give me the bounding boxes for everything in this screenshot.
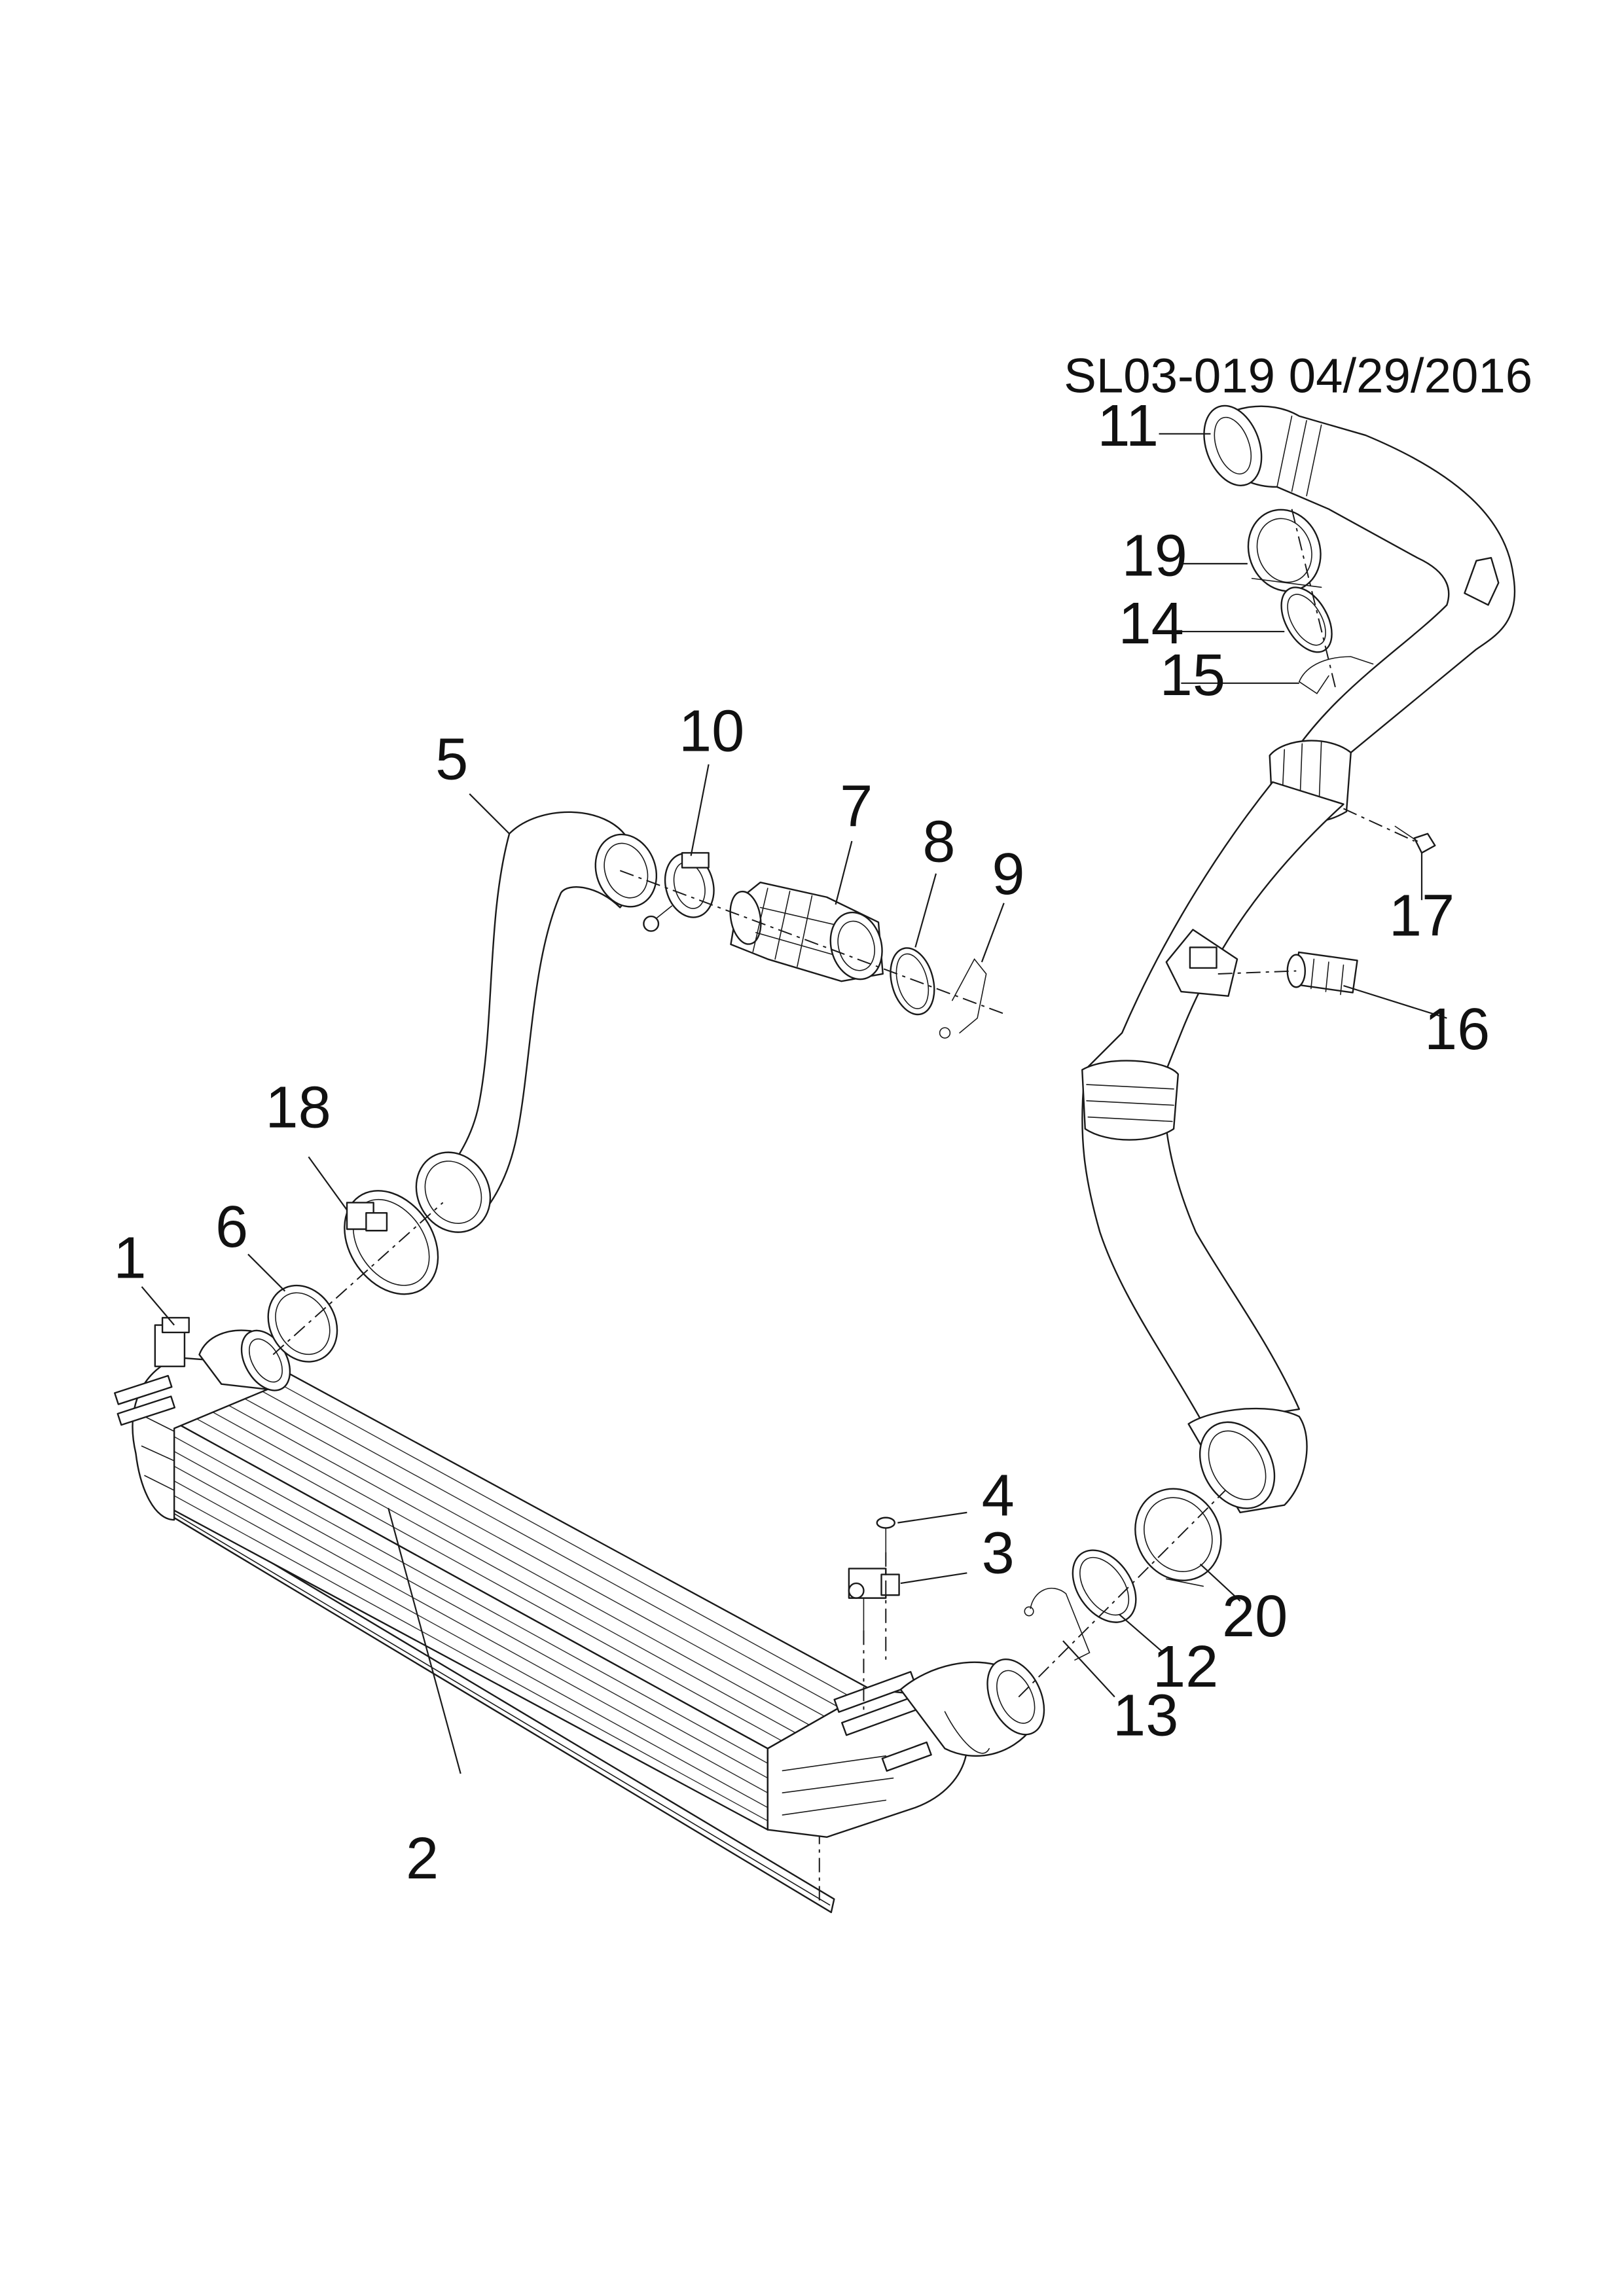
part-18-clamp [325,1173,458,1312]
right-end-tank [768,1672,967,1837]
callout-14: 14 [1119,590,1184,656]
callout-6: 6 [215,1194,248,1260]
callout-11: 11 [1097,393,1159,459]
dash-clip-16 [1218,971,1297,974]
part-3-sensor-bracket [849,1569,899,1631]
callout-9: 9 [992,841,1024,907]
part-9-retaining-clip [940,959,986,1038]
part-13-wire-clip [1024,1588,1089,1660]
part-20-lower-fitting [1119,1473,1238,1596]
dash-resonator-axis [620,870,1003,1014]
callout-4: 4 [982,1462,1015,1528]
part-7-resonator [727,882,890,985]
part-12-o-ring [1060,1538,1149,1634]
callout-12: 12 [1153,1634,1218,1700]
callout-7: 7 [840,774,873,840]
callout-17: 17 [1389,882,1454,948]
part-5-upper-left-hose [402,812,666,1246]
part-16-clip-connector [1288,952,1358,995]
callout-16: 16 [1424,996,1490,1062]
callout-2: 2 [406,1825,439,1892]
callout-18: 18 [265,1074,331,1140]
part-4-screw [877,1518,895,1552]
dash-top-axis [1292,509,1337,691]
callout-1: 1 [113,1225,146,1291]
dash-left-inlet-axis [273,1202,442,1354]
part-17-bolt [1395,827,1435,853]
callout-8: 8 [922,809,955,875]
right-outlet-neck [901,1650,1055,1756]
part-6-o-ring [255,1273,351,1374]
callout-10: 10 [679,698,744,764]
intercooler-core [115,1318,1055,1837]
part-15-wire-clip [1299,656,1373,693]
part-14-o-ring [1271,579,1343,660]
part-8-o-ring [884,943,941,1020]
part-11-right-hose [1082,398,1515,1522]
dash-bolt [1343,808,1414,841]
callout-13: 13 [1113,1682,1178,1748]
callout-19: 19 [1122,522,1187,588]
cooling-fins [170,1372,856,1821]
callout-3: 3 [982,1520,1015,1586]
left-end-tank [115,1318,273,1520]
callout-15: 15 [1160,642,1225,708]
callout-labels: 1 2 3 4 5 6 7 8 9 10 11 12 13 14 15 16 1… [113,393,1490,1892]
part-10-hose-clamp [643,848,721,931]
part-19-upper-fitting [1237,499,1332,601]
drawing-reference-code: SL03-019 04/29/2016 [1064,349,1532,403]
leader-lines [142,434,1447,1774]
callout-20: 20 [1222,1583,1288,1649]
callout-5: 5 [435,726,468,792]
dash-lower-right-axis [1019,1490,1225,1697]
